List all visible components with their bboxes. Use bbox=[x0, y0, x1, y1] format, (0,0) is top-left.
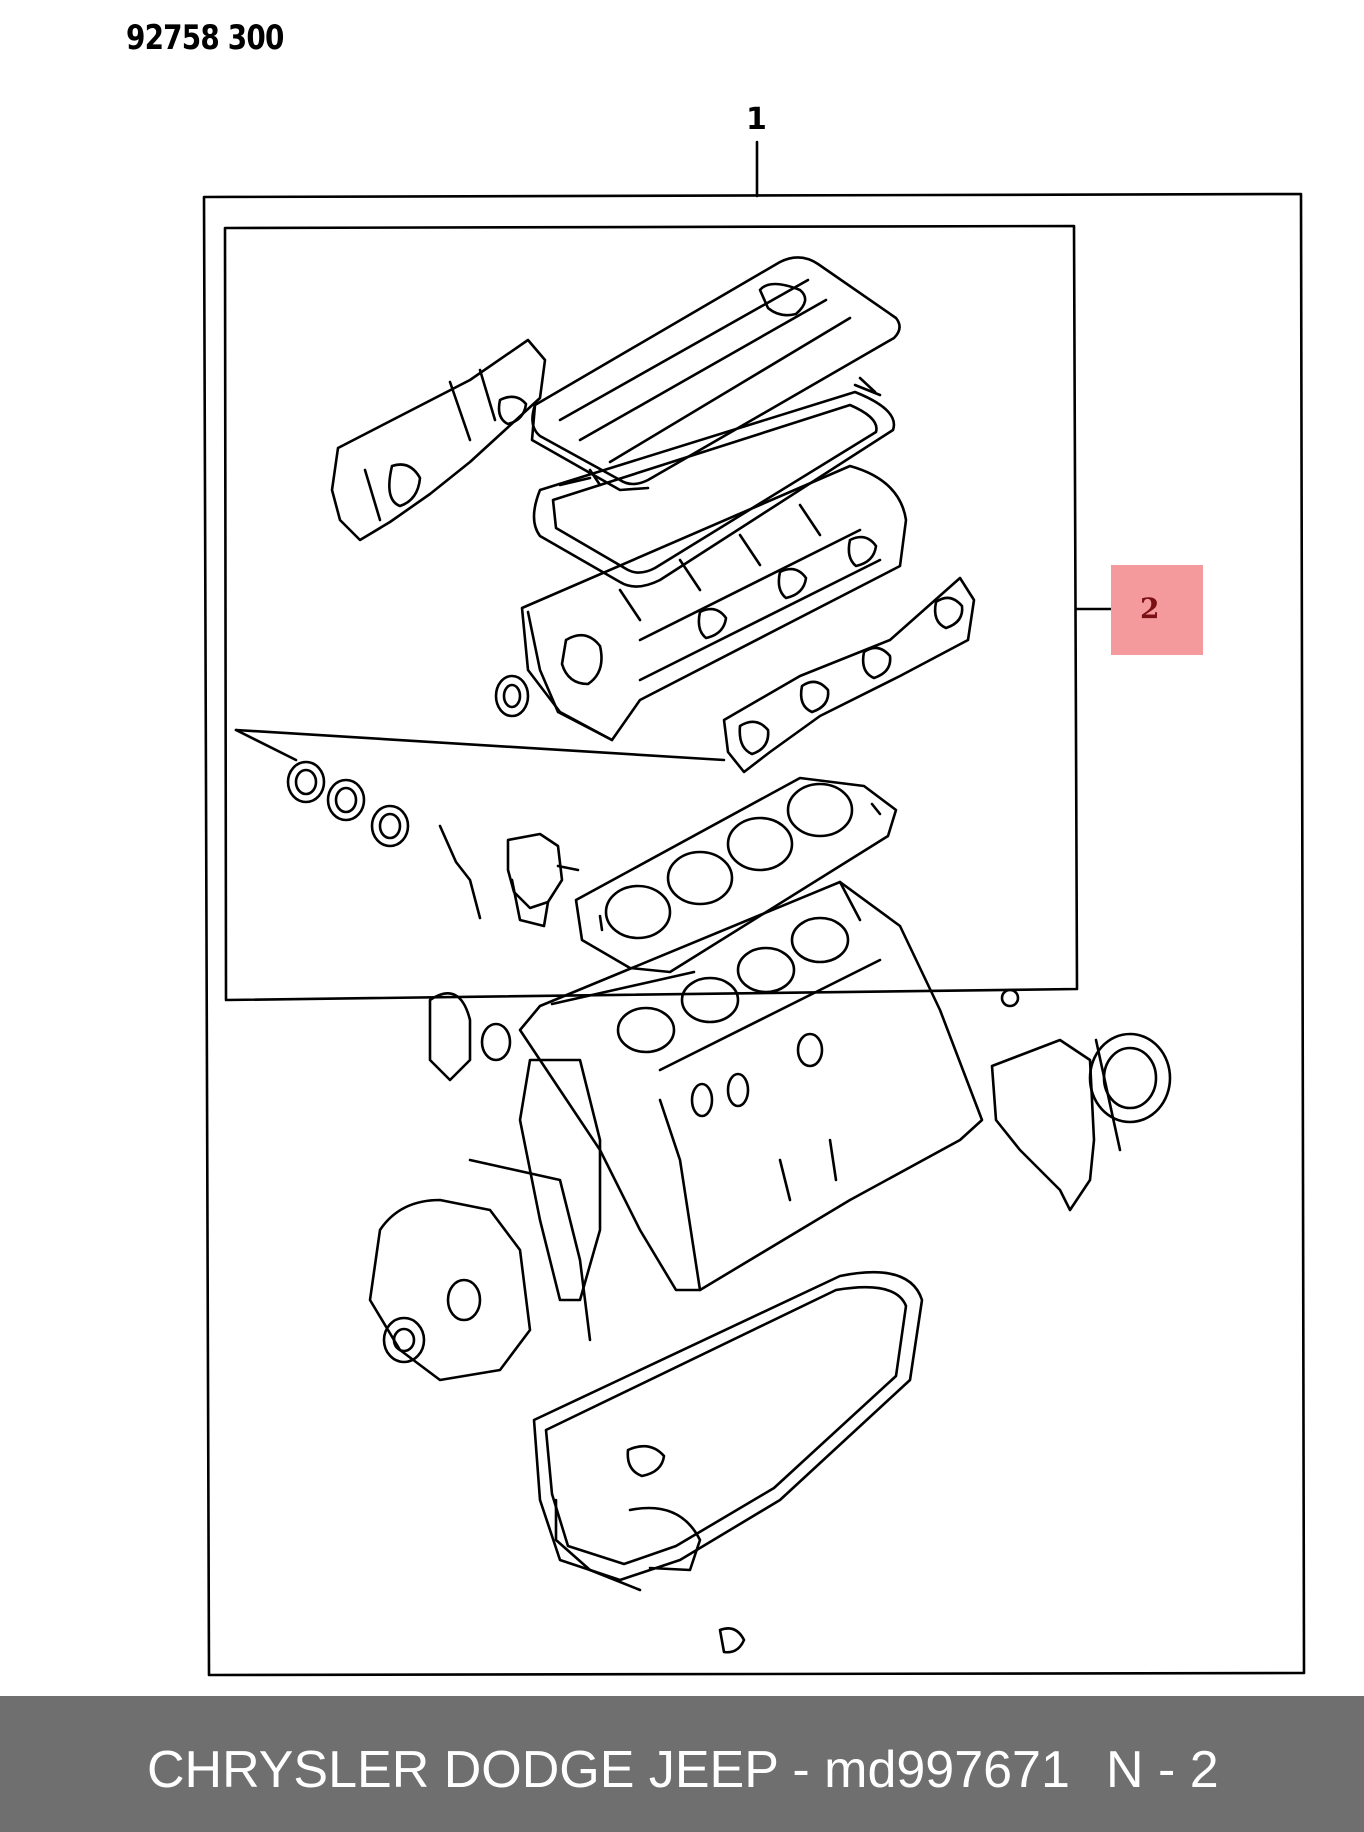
cylinder-block bbox=[518, 880, 984, 1292]
outer-frame bbox=[202, 192, 1306, 1677]
rear-seal-housing bbox=[990, 988, 1172, 1212]
exhaust-manifold-gasket bbox=[722, 576, 976, 774]
footer-bar: CHRYSLER DODGE JEEP - md997671 N - 2 bbox=[0, 1696, 1364, 1832]
drawing-code: 92758 300 bbox=[126, 18, 284, 58]
inner-frame bbox=[223, 224, 1079, 1002]
cylinder-head bbox=[520, 464, 908, 742]
seal-leader-a bbox=[234, 728, 298, 762]
front-timing-cover bbox=[368, 1198, 532, 1382]
exploded-engine-drawing bbox=[202, 140, 1306, 1677]
rocker-cover-gasket bbox=[532, 376, 896, 588]
head-gasket bbox=[574, 776, 898, 974]
callout-2-highlight[interactable] bbox=[1111, 565, 1203, 655]
rocker-cover bbox=[530, 256, 901, 492]
footer-page: N - 2 bbox=[1106, 1741, 1219, 1799]
water-pump-gasket bbox=[428, 992, 472, 1082]
heat-shield bbox=[330, 338, 547, 542]
footer-title: CHRYSLER DODGE JEEP - md997671 bbox=[147, 1741, 1070, 1799]
thermostat-housing bbox=[438, 824, 580, 928]
seal-leader-b bbox=[234, 728, 726, 762]
cam-seal bbox=[494, 674, 530, 718]
callout-2[interactable]: 2 bbox=[1140, 592, 1160, 625]
oil-pan bbox=[532, 1270, 924, 1654]
valve-stem-seals bbox=[286, 760, 410, 848]
oil-seal-front bbox=[480, 1022, 512, 1062]
timing-cover-gasket bbox=[518, 1058, 602, 1302]
callout-1[interactable]: 1 bbox=[746, 102, 767, 137]
